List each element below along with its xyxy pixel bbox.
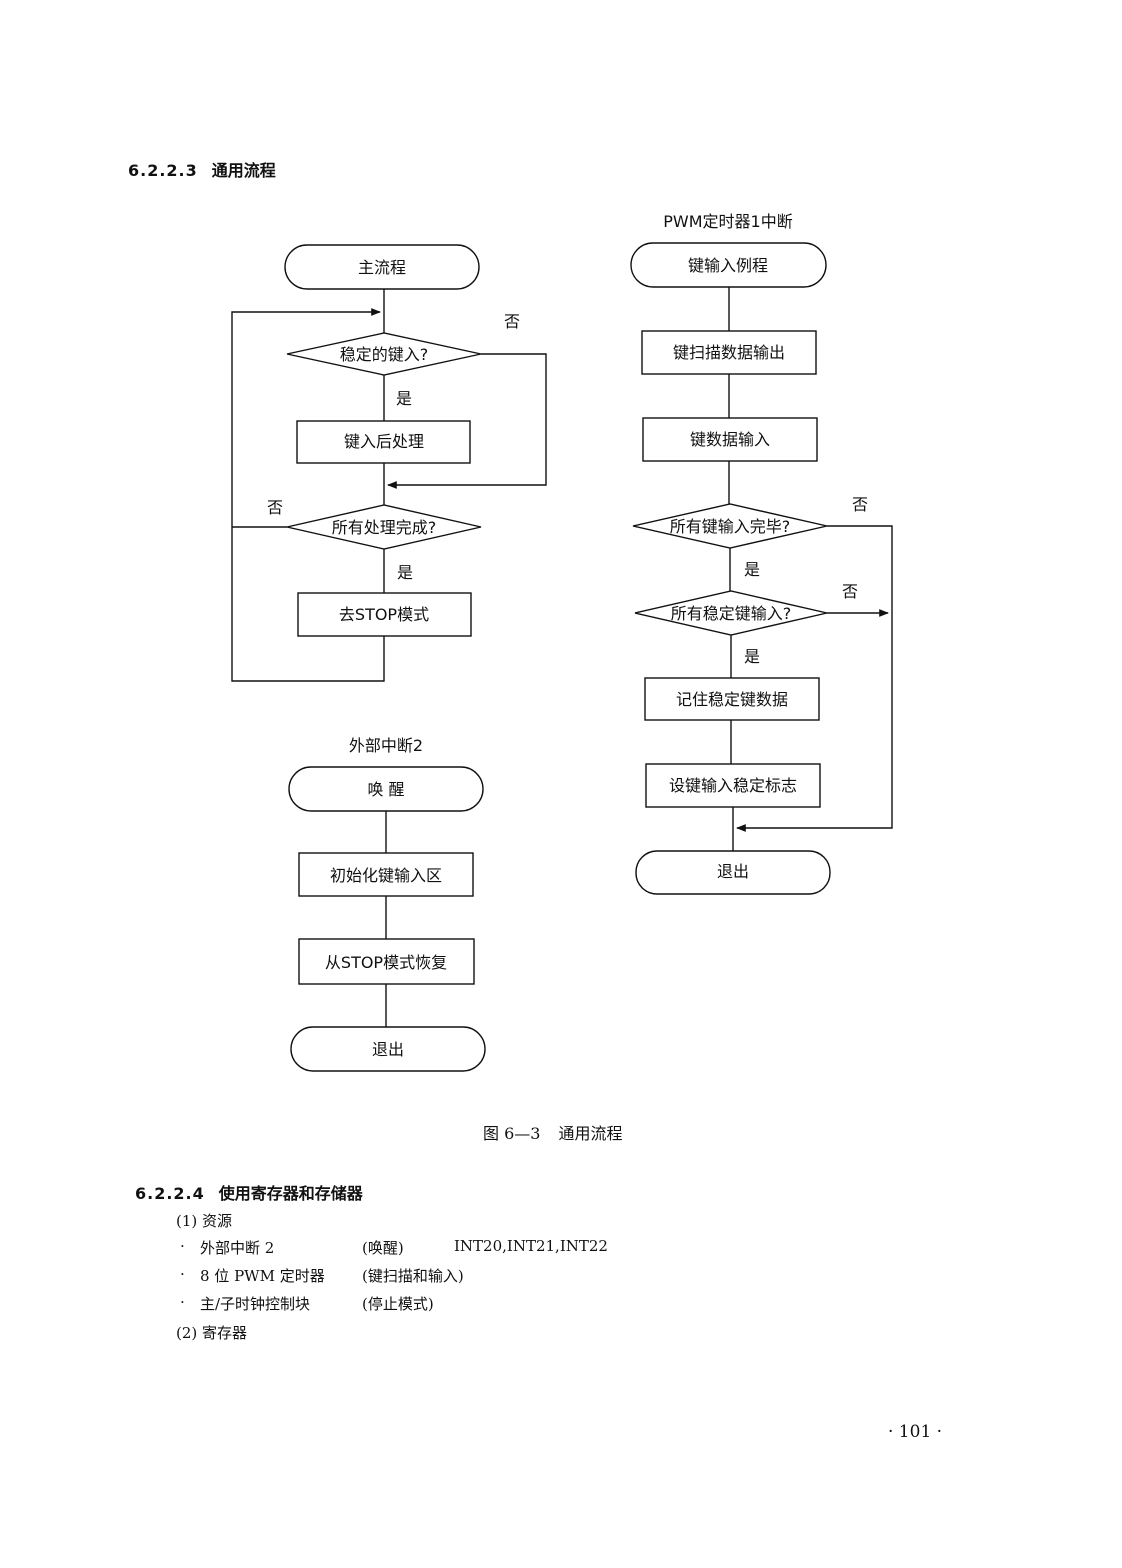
bullet: · — [180, 1265, 185, 1283]
ext-process1-label: 初始化键输入区 — [330, 866, 442, 885]
main-decision2-label: 所有处理完成? — [332, 518, 437, 537]
section-heading-6224: 6.2.2.4 使用寄存器和存储器 — [135, 1180, 363, 1204]
pwm-process4-label: 设键输入稳定标志 — [669, 776, 797, 795]
main-yes1-label: 是 — [396, 389, 412, 408]
resource-item: · 8 位 PWM 定时器 (键扫描和输入) — [180, 1265, 780, 1289]
main-no2-label: 否 — [267, 498, 283, 517]
pwm-end-terminal — [635, 850, 831, 895]
resource-item: · 外部中断 2 (唤醒) INT20,INT21,INT22 — [180, 1237, 780, 1261]
ext-process2-label: 从STOP模式恢复 — [325, 953, 447, 972]
resource-name: 外部中断 2 — [200, 1239, 275, 1257]
resource-name: 8 位 PWM 定时器 — [200, 1267, 325, 1285]
resources-heading: (1) 资源 — [176, 1212, 233, 1230]
pwm-end-label: 退出 — [717, 862, 749, 881]
section-title: 通用流程 — [211, 161, 276, 180]
pwm-no1-label: 否 — [852, 495, 868, 514]
ext-end-label: 退出 — [372, 1040, 404, 1059]
bullet: · — [180, 1237, 185, 1255]
pwm-no2-label: 否 — [842, 582, 858, 601]
main-no1-label: 否 — [504, 312, 520, 331]
pwm-title: PWM定时器1中断 — [663, 212, 792, 231]
resource-desc: (停止模式) — [362, 1295, 434, 1313]
registers-heading: (2) 寄存器 — [176, 1324, 248, 1342]
pwm-decision1-label: 所有键输入完毕? — [670, 517, 791, 536]
figure-title: 通用流程 — [558, 1124, 623, 1143]
section-title: 使用寄存器和存储器 — [218, 1184, 363, 1203]
pwm-process-store — [644, 677, 820, 721]
resource-item: · 主/子时钟控制块 (停止模式) — [180, 1293, 780, 1317]
pwm-process3-label: 记住稳定键数据 — [676, 690, 788, 709]
resource-extra: INT20,INT21,INT22 — [454, 1237, 608, 1255]
pwm-process2-label: 键数据输入 — [690, 430, 770, 449]
main-start-label: 主流程 — [358, 258, 406, 277]
pwm-start-label: 键输入例程 — [688, 256, 768, 275]
resource-desc: (唤醒) — [362, 1239, 404, 1257]
flowchart-figure: 主流程 稳定的键入? 键入后处理 所有处理完成? 去STOP模式 否 是 否 是… — [231, 212, 893, 1072]
resource-name: 主/子时钟控制块 — [200, 1295, 311, 1313]
main-yes2-label: 是 — [397, 563, 413, 582]
section-number: 6.2.2.3 — [128, 161, 198, 180]
section-heading-6223: 6.2.2.3 通用流程 — [128, 157, 276, 181]
main-decision-all-done — [286, 504, 482, 550]
ext-title: 外部中断2 — [349, 736, 423, 755]
pwm-yes1-label: 是 — [744, 560, 760, 579]
main-process1-label: 键入后处理 — [344, 432, 424, 451]
ext-end-terminal — [290, 1026, 486, 1072]
pwm-decision2-label: 所有稳定键输入? — [671, 604, 792, 623]
bullet: · — [180, 1293, 185, 1311]
page-number: · 101 · — [888, 1422, 943, 1442]
figure-number: 图 6—3 — [483, 1124, 541, 1143]
pwm-yes2-label: 是 — [744, 647, 760, 666]
main-start-terminal — [284, 244, 480, 290]
main-decision1-label: 稳定的键入? — [340, 345, 429, 364]
pwm-process-key-in — [642, 417, 818, 462]
pwm-process1-label: 键扫描数据输出 — [673, 343, 785, 362]
main-process2-label: 去STOP模式 — [339, 605, 429, 624]
resource-desc: (键扫描和输入) — [362, 1267, 464, 1285]
figure-caption: 图 6—3 通用流程 — [483, 1120, 622, 1144]
section-number: 6.2.2.4 — [135, 1184, 205, 1203]
ext-start-label: 唤 醒 — [367, 780, 404, 799]
